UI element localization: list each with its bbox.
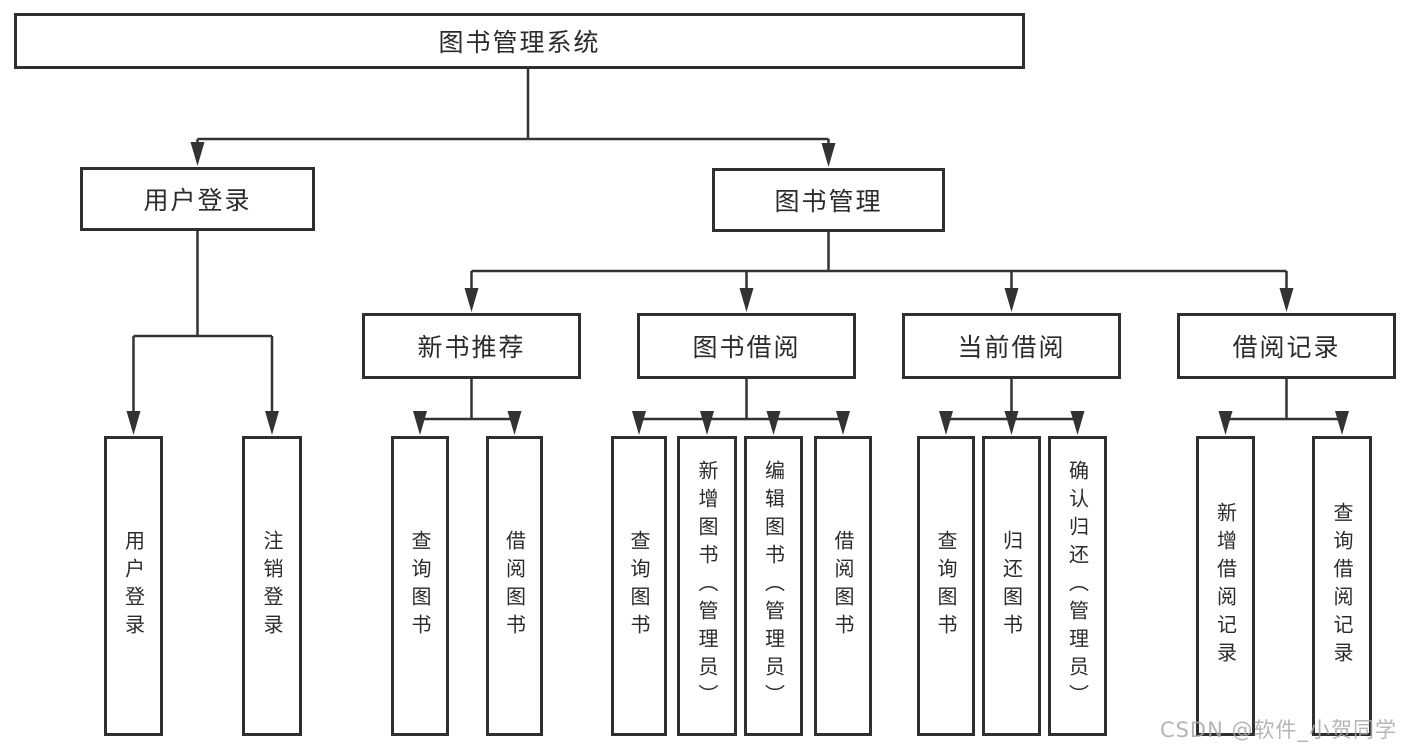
node-new-book-recommend: 新书推荐 bbox=[362, 313, 581, 379]
leaf-current-query-books: 查询图书 bbox=[917, 436, 975, 736]
leaf-user-login: 用户登录 bbox=[104, 436, 163, 736]
leaf-label: 查询图书 bbox=[408, 530, 432, 642]
node-label: 借阅记录 bbox=[1232, 333, 1341, 362]
node-root: 图书管理系统 bbox=[14, 13, 1025, 69]
leaf-label: 借阅图书 bbox=[502, 530, 527, 642]
leaf-logout: 注销登录 bbox=[242, 436, 302, 736]
leaf-current-confirm-return-admin: 确认归还（管理员） bbox=[1048, 436, 1107, 736]
node-user-login: 用户登录 bbox=[80, 167, 315, 231]
node-label: 图书管理系统 bbox=[438, 28, 601, 57]
node-book-borrow: 图书借阅 bbox=[637, 313, 856, 379]
leaf-recommend-query-books: 查询图书 bbox=[391, 436, 449, 736]
node-label: 新书推荐 bbox=[417, 333, 526, 362]
leaf-label: 查询图书 bbox=[627, 530, 651, 642]
leaf-label: 确认归还（管理员） bbox=[1065, 460, 1090, 712]
leaf-label: 新增图书（管理员） bbox=[695, 460, 719, 712]
node-book-manage: 图书管理 bbox=[712, 168, 945, 232]
leaf-borrow-query-books: 查询图书 bbox=[611, 436, 667, 736]
leaf-records-query-record: 查询借阅记录 bbox=[1312, 436, 1372, 736]
leaf-label: 归还图书 bbox=[999, 530, 1024, 642]
leaf-borrow-edit-books-admin: 编辑图书（管理员） bbox=[744, 436, 803, 736]
leaf-label: 新增借阅记录 bbox=[1213, 502, 1238, 670]
node-label: 当前借阅 bbox=[957, 333, 1066, 362]
watermark-text: CSDN @软件_小贺同学 bbox=[1159, 718, 1397, 742]
node-label: 图书管理 bbox=[774, 187, 883, 216]
leaf-borrow-add-books-admin: 新增图书（管理员） bbox=[677, 436, 737, 736]
leaf-label: 编辑图书（管理员） bbox=[761, 460, 786, 712]
arrowheads bbox=[126, 142, 1349, 435]
node-borrow-records: 借阅记录 bbox=[1177, 313, 1396, 379]
node-current-borrow: 当前借阅 bbox=[902, 313, 1121, 379]
leaf-records-add-record: 新增借阅记录 bbox=[1196, 436, 1255, 736]
leaf-label: 查询借阅记录 bbox=[1330, 502, 1354, 670]
node-label: 用户登录 bbox=[143, 186, 252, 215]
node-label: 图书借阅 bbox=[692, 333, 801, 362]
leaf-label: 借阅图书 bbox=[831, 530, 855, 642]
leaf-label: 注销登录 bbox=[260, 530, 284, 642]
leaf-label: 查询图书 bbox=[934, 530, 958, 642]
leaf-borrow-borrow-books: 借阅图书 bbox=[814, 436, 872, 736]
leaf-current-return-books: 归还图书 bbox=[982, 436, 1041, 736]
leaf-recommend-borrow-books: 借阅图书 bbox=[486, 436, 543, 736]
leaf-label: 用户登录 bbox=[121, 530, 146, 642]
